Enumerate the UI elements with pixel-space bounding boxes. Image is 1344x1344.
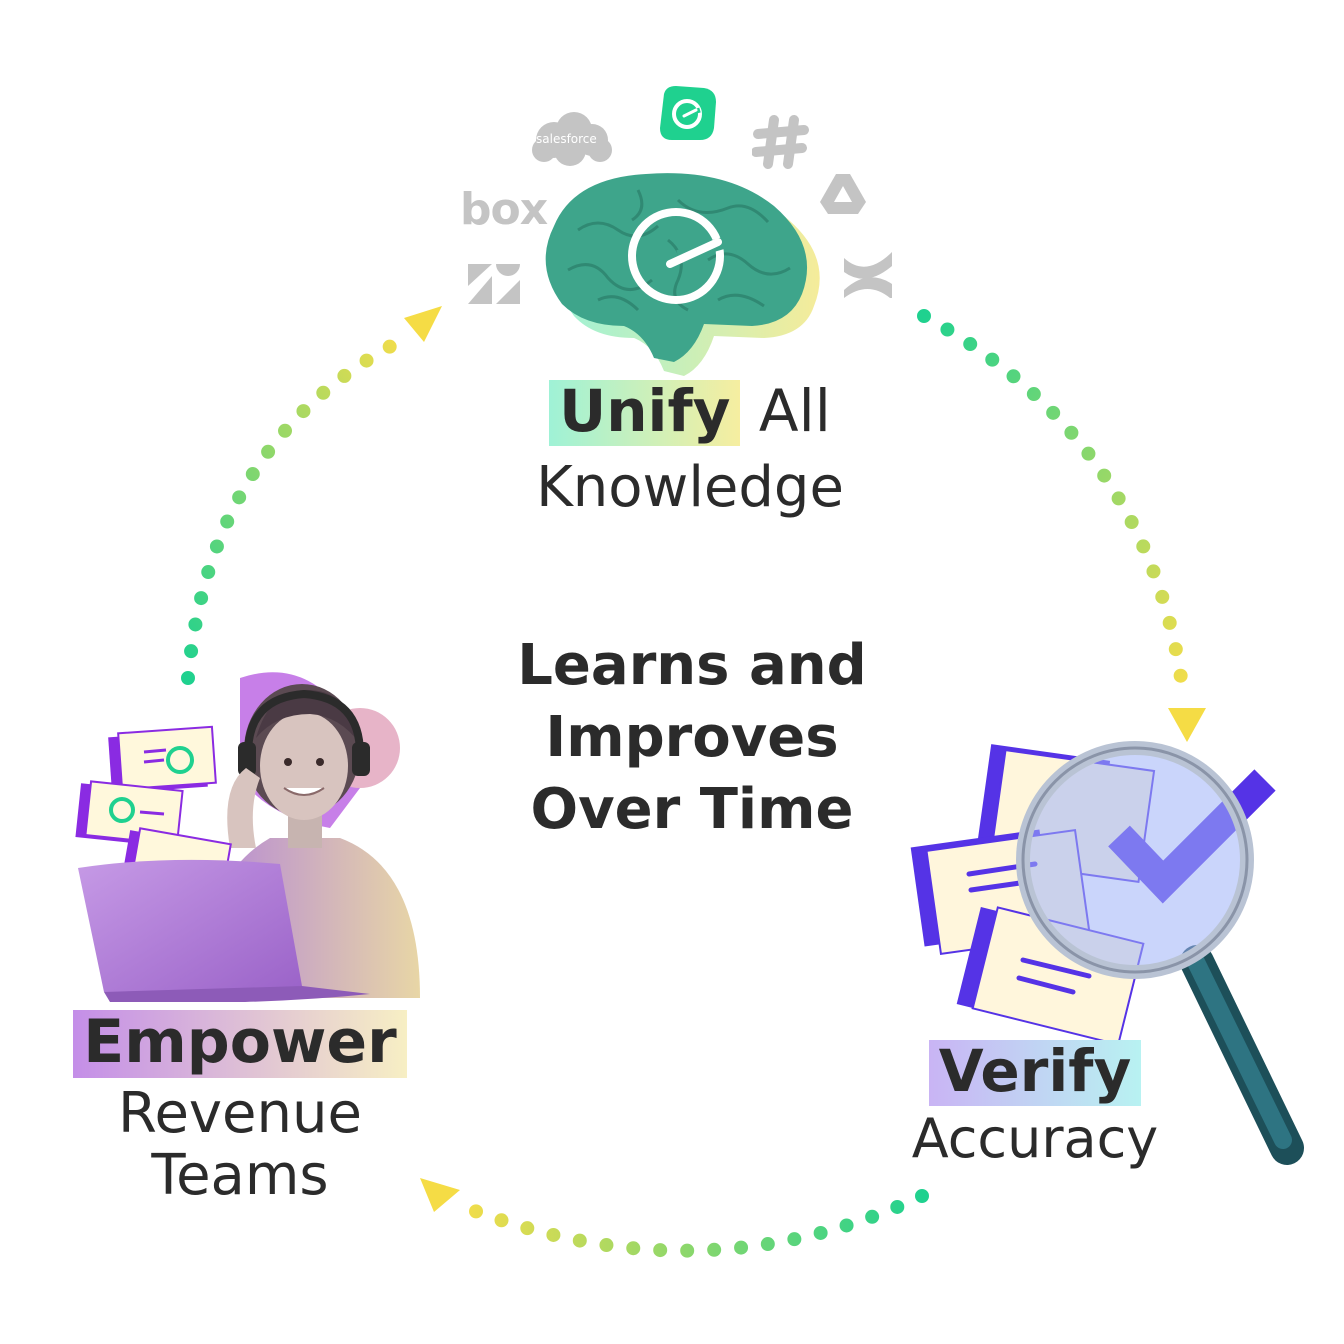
empower-label: Empower Revenue Teams xyxy=(40,1010,440,1204)
empower-line3: Teams xyxy=(151,1143,329,1208)
unify-highlight: Unify xyxy=(549,380,741,446)
verify-illustration xyxy=(910,741,1304,1165)
empower-illustration xyxy=(75,672,420,1002)
center-line1: Learns and xyxy=(517,633,867,698)
laptop xyxy=(78,859,302,996)
verify-line2: Accuracy xyxy=(911,1107,1159,1170)
person-figure xyxy=(200,684,420,998)
unify-line2: Knowledge xyxy=(536,455,844,520)
center-line3: Over Time xyxy=(530,777,854,842)
unify-rest: All xyxy=(758,377,831,445)
integration-logos: salesforce box xyxy=(440,80,920,320)
magnifier-icon xyxy=(1016,741,1304,1165)
app-logo-icon xyxy=(660,86,716,140)
empower-highlight: Empower xyxy=(73,1010,407,1078)
confluence-icon xyxy=(844,252,892,298)
arrow-path-left xyxy=(181,333,409,685)
empower-line2: Revenue xyxy=(118,1081,362,1146)
arrow-path-bottom xyxy=(455,1189,929,1258)
verify-highlight: Verify xyxy=(928,1040,1142,1106)
unify-label: Unify All Knowledge xyxy=(470,380,910,516)
brain-illustration xyxy=(545,173,820,376)
center-line2: Improves xyxy=(545,705,839,770)
salesforce-cloud-icon xyxy=(532,112,612,166)
box-label: box xyxy=(460,184,548,235)
google-drive-icon xyxy=(820,174,866,214)
verify-label: Verify Accuracy xyxy=(870,1040,1200,1166)
slack-icon xyxy=(752,115,809,169)
arrow-path-right xyxy=(917,309,1190,699)
arrow-head-left xyxy=(404,306,442,342)
center-caption: Learns and Improves Over Time xyxy=(452,630,932,846)
salesforce-label: salesforce xyxy=(536,132,597,146)
zendesk-icon xyxy=(468,264,520,304)
arrow-head-right xyxy=(1168,708,1206,742)
arrow-head-bottom xyxy=(420,1178,460,1212)
